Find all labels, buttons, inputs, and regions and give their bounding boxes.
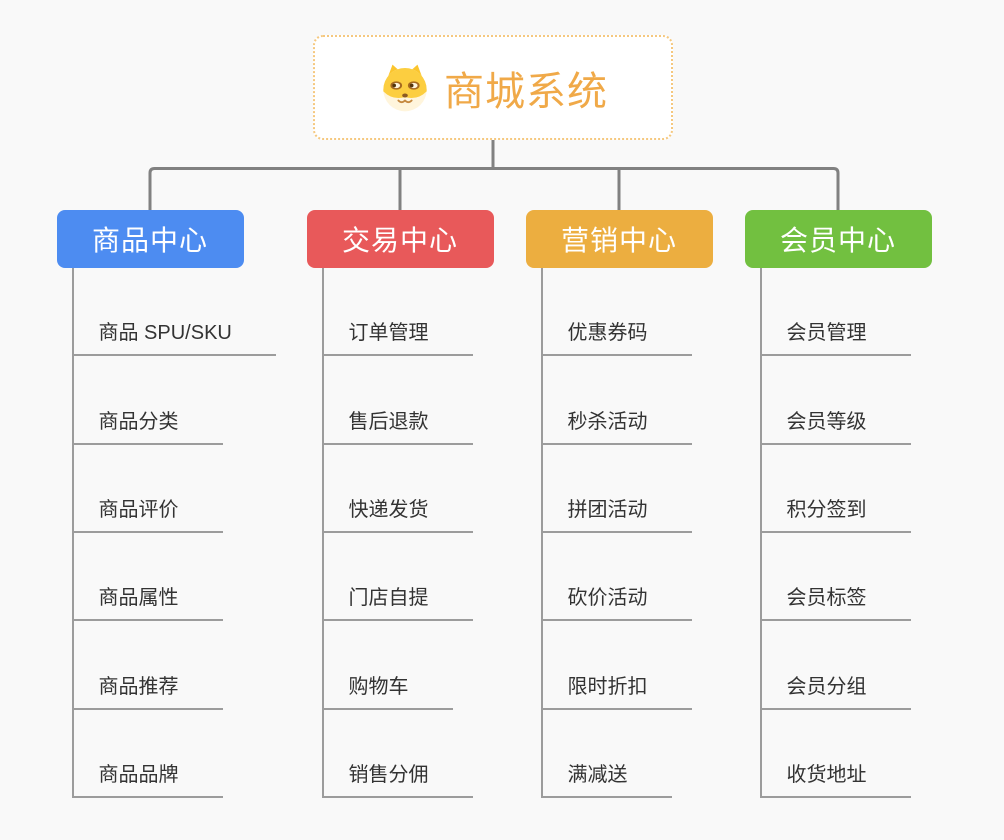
branch-spine [540, 268, 543, 798]
branch-spine [759, 268, 762, 798]
topic-item[interactable]: 优惠券码 [540, 268, 692, 357]
branch-head-trade-center[interactable]: 交易中心 [306, 210, 494, 268]
topic-item[interactable]: 会员标签 [759, 533, 911, 622]
topic-label[interactable]: 订单管理 [321, 316, 473, 357]
topic-label[interactable]: 拼团活动 [540, 493, 692, 533]
branch-items: 订单管理 售后退款 快递发货 门店自提 购物车 销售分佣 [321, 268, 473, 798]
topic-label[interactable]: 商品属性 [71, 581, 223, 622]
topic-item[interactable]: 拼团活动 [540, 445, 692, 533]
topic-item[interactable]: 商品品牌 [71, 710, 276, 798]
topic-label[interactable]: 会员等级 [759, 405, 911, 445]
root-title: 商城系统 [444, 69, 608, 114]
topic-item[interactable]: 购物车 [321, 621, 473, 710]
topic-label[interactable]: 商品推荐 [71, 670, 223, 710]
topic-label[interactable]: 售后退款 [321, 405, 473, 445]
root-node[interactable]: 商城系统 [313, 35, 673, 140]
branch-head-member-center[interactable]: 会员中心 [744, 210, 932, 268]
topic-item[interactable]: 满减送 [540, 710, 692, 798]
topic-item[interactable]: 收货地址 [759, 710, 911, 798]
branch-items: 会员管理 会员等级 积分签到 会员标签 会员分组 收货地址 [759, 268, 911, 798]
topic-item[interactable]: 订单管理 [321, 268, 473, 357]
topic-item[interactable]: 售后退款 [321, 356, 473, 445]
topic-label[interactable]: 销售分佣 [321, 758, 473, 798]
topic-label[interactable]: 商品评价 [71, 493, 223, 533]
branch-head-product-center[interactable]: 商品中心 [56, 210, 244, 268]
topic-item[interactable]: 商品评价 [71, 445, 276, 533]
topic-label[interactable]: 购物车 [321, 670, 453, 710]
branch-head-marketing-center[interactable]: 营销中心 [525, 210, 713, 268]
topic-item[interactable]: 积分签到 [759, 445, 911, 533]
shiba-dog-icon [383, 64, 427, 111]
topic-label[interactable]: 积分签到 [759, 493, 911, 533]
topic-label[interactable]: 商品品牌 [71, 758, 223, 798]
topic-item[interactable]: 销售分佣 [321, 710, 473, 798]
branch-spine [321, 268, 324, 798]
branch-items: 商品 SPU/SKU 商品分类 商品评价 商品属性 商品推荐 商品品牌 [71, 268, 276, 798]
branch-items: 优惠券码 秒杀活动 拼团活动 砍价活动 限时折扣 满减送 [540, 268, 692, 798]
topic-label[interactable]: 门店自提 [321, 581, 473, 622]
topic-label[interactable]: 商品 SPU/SKU [71, 316, 276, 357]
topic-label[interactable]: 收货地址 [759, 758, 911, 798]
topic-item[interactable]: 限时折扣 [540, 621, 692, 710]
topic-item[interactable]: 商品属性 [71, 533, 276, 622]
topic-label[interactable]: 会员分组 [759, 670, 911, 710]
topic-label[interactable]: 商品分类 [71, 405, 223, 445]
topic-label[interactable]: 砍价活动 [540, 581, 692, 622]
branch-marketing-center: 营销中心 优惠券码 秒杀活动 拼团活动 砍价活动 限时折扣 满减送 [525, 210, 713, 798]
topic-label[interactable]: 会员管理 [759, 316, 911, 357]
topic-item[interactable]: 商品分类 [71, 356, 276, 445]
topic-item[interactable]: 会员等级 [759, 356, 911, 445]
topic-item[interactable]: 砍价活动 [540, 533, 692, 622]
topic-item[interactable]: 快递发货 [321, 445, 473, 533]
topic-item[interactable]: 会员分组 [759, 621, 911, 710]
topic-item[interactable]: 门店自提 [321, 533, 473, 622]
topic-label[interactable]: 优惠券码 [540, 316, 692, 357]
topic-label[interactable]: 满减送 [540, 758, 672, 798]
topic-label[interactable]: 秒杀活动 [540, 405, 692, 445]
topic-item[interactable]: 会员管理 [759, 268, 911, 357]
topic-label[interactable]: 会员标签 [759, 581, 911, 622]
topic-item[interactable]: 商品 SPU/SKU [71, 268, 276, 357]
topic-label[interactable]: 限时折扣 [540, 670, 692, 710]
branch-member-center: 会员中心 会员管理 会员等级 积分签到 会员标签 会员分组 收货地址 [744, 210, 932, 798]
topic-item[interactable]: 商品推荐 [71, 621, 276, 710]
topic-item[interactable]: 秒杀活动 [540, 356, 692, 445]
branch-spine [71, 268, 74, 798]
branch-trade-center: 交易中心 订单管理 售后退款 快递发货 门店自提 购物车 销售分佣 [306, 210, 494, 798]
branch-product-center: 商品中心 商品 SPU/SKU 商品分类 商品评价 商品属性 商品推荐 商品品牌 [56, 210, 276, 798]
topic-label[interactable]: 快递发货 [321, 493, 473, 533]
